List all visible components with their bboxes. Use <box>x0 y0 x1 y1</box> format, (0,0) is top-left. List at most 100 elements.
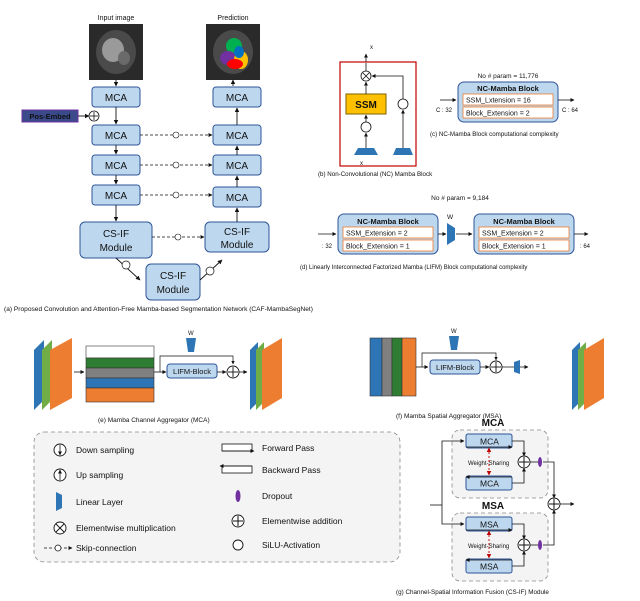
pos-embed-label: Pos-Embed <box>29 112 71 121</box>
decoder-mca-3: MCA <box>212 154 262 176</box>
csif-label-line1: CS-IF <box>103 229 129 240</box>
panel-c-caption: (c) NC-Mamba Block computational complex… <box>430 131 560 138</box>
param-count-label: No # param = 9,184 <box>431 195 489 202</box>
linear-layer-icon <box>56 492 62 511</box>
panel-d-caption: (d) Linearly Interconnected Factorized M… <box>300 265 527 271</box>
msa-section-title: MSA <box>482 501 504 512</box>
linear-layer-icon <box>354 148 378 155</box>
decoder-mca-4: MCA <box>212 186 262 208</box>
csif-mca-forward: MCA <box>465 433 513 449</box>
skip-connections <box>140 131 213 241</box>
nc-mamba-title: NC-Mamba Block <box>357 217 420 226</box>
weight-label: W <box>451 329 457 335</box>
csif-label-line2: Module <box>157 285 190 296</box>
prediction-image <box>206 24 260 80</box>
msa-label: MSA <box>480 562 499 572</box>
panel-g-caption: (g) Channel-Spatial Information Fusion (… <box>396 589 549 596</box>
silu-activation-icon <box>397 98 409 110</box>
legend-forward: Forward Pass <box>262 443 314 453</box>
nc-mamba-title: NC-Mamba Block <box>493 217 556 226</box>
up-sampling-icon <box>205 266 215 276</box>
mca-label: MCA <box>226 161 249 172</box>
dropout-icon <box>538 457 542 467</box>
legend-add: Elementwise addition <box>262 516 343 526</box>
encoder-csif-module: CS-IF Module <box>79 221 153 259</box>
dropout-icon <box>538 540 542 550</box>
ssm-extension: SSM_Lxtension = 16 <box>466 98 531 105</box>
panel-a: Input image Prediction MCA <box>4 15 313 313</box>
mca-label: MCA <box>226 93 249 104</box>
mca-label: MCA <box>105 161 128 172</box>
mca-section-title: MCA <box>482 418 505 429</box>
x-in-label: x <box>360 161 363 167</box>
ssm-extension: SSM_Extension = 2 <box>346 231 408 238</box>
nc-mamba-title: NC-Mamba Block <box>477 84 540 93</box>
mca-label: MCA <box>226 131 249 142</box>
decoder-mca-1: MCA <box>212 86 262 108</box>
csif-label-line1: CS-IF <box>224 227 250 238</box>
panel-b: x SSM x (b) Non-Convolutional (NC) Mamba… <box>318 45 433 178</box>
legend: Down sampling Up sampling Linear Layer E… <box>33 431 401 563</box>
legend-down: Down sampling <box>76 445 134 455</box>
decoder-csif-module: CS-IF Module <box>204 221 270 253</box>
mca-label: MCA <box>480 437 499 447</box>
panel-g: MCA MCA Weight-Sharing MCA MSA MSA Weigh… <box>396 418 575 596</box>
linear-layer-icon <box>449 336 459 350</box>
skip-connection-icon <box>54 544 62 552</box>
bottleneck-csif-module: CS-IF Module <box>145 263 201 301</box>
forward-pass-icon <box>221 443 255 453</box>
csif-label-line2: Module <box>221 240 254 251</box>
csif-label-line2: Module <box>100 243 133 254</box>
csif-msa-backward: MSA <box>465 558 513 574</box>
legend-silu: SiLU-Activation <box>262 540 320 550</box>
ssm-label: SSM <box>355 100 377 111</box>
channel-token-grid <box>85 345 155 403</box>
input-image <box>89 24 143 80</box>
linear-layer-icon <box>186 338 196 352</box>
msa-label: MSA <box>480 520 499 530</box>
legend-skip: Skip-connection <box>76 543 137 553</box>
c-in-value: : 32 <box>322 244 333 250</box>
legend-dropout: Dropout <box>262 491 293 501</box>
ssm-box: SSM <box>345 93 387 115</box>
legend-up: Up sampling <box>76 470 124 480</box>
panel-a-caption: (a) Proposed Convolution and Attention-F… <box>4 306 313 313</box>
linear-layer-icon <box>393 148 413 155</box>
silu-activation-icon <box>360 121 372 133</box>
block-extension: Block_Extension = 1 <box>346 244 410 251</box>
dropout-icon <box>235 490 241 502</box>
output-feature-stack <box>250 338 282 410</box>
csif-label-line1: CS-IF <box>160 271 186 282</box>
down-sampling-icon <box>121 260 131 270</box>
panel-f: LIFM-Block W (f) Mamba Spatial Aggregato… <box>369 329 604 420</box>
mca-label: MCA <box>105 191 128 202</box>
prediction-label: Prediction <box>217 15 248 22</box>
mca-label: MCA <box>105 131 128 142</box>
backward-pass-icon <box>219 464 253 474</box>
ssm-extension: SSM_Extension = 2 <box>482 231 544 238</box>
legend-backward: Backward Pass <box>262 465 321 475</box>
param-count-label: No # param = 11,776 <box>478 73 539 80</box>
mca-label: MCA <box>226 193 249 204</box>
block-extension: Block_Extension = 1 <box>482 244 546 251</box>
panel-d: No # param = 9,184 NC-Mamba Block SSM_Ex… <box>300 195 591 271</box>
input-image-label: Input image <box>98 15 135 22</box>
linear-layer-icon <box>447 223 455 245</box>
c-in-value: : 32 <box>442 108 453 114</box>
pos-embed-box: Pos-Embed <box>21 109 79 123</box>
lifm-block-e: LIFM-Block <box>166 363 218 379</box>
input-feature-stack <box>34 338 72 410</box>
mca-label: MCA <box>480 479 499 489</box>
weight-label: W <box>447 214 454 221</box>
lifm-block-f: LIFM-Block <box>429 359 481 375</box>
linear-layer-icon <box>514 360 520 374</box>
panel-e-caption: (e) Mamba Channel Aggregator (MCA) <box>98 417 210 424</box>
c-out-value: : 64 <box>580 244 591 250</box>
legend-linear: Linear Layer <box>76 497 123 507</box>
panel-e: LIFM-Block W (e) Mamba Channel Aggregato… <box>34 331 282 424</box>
panel-c: No # param = 11,776 NC-Mamba Block SSM_L… <box>430 73 579 138</box>
encoder-mca-4: MCA <box>91 184 141 206</box>
c-out-value: : 64 <box>568 108 579 114</box>
lifm-label: LIFM-Block <box>173 367 211 376</box>
